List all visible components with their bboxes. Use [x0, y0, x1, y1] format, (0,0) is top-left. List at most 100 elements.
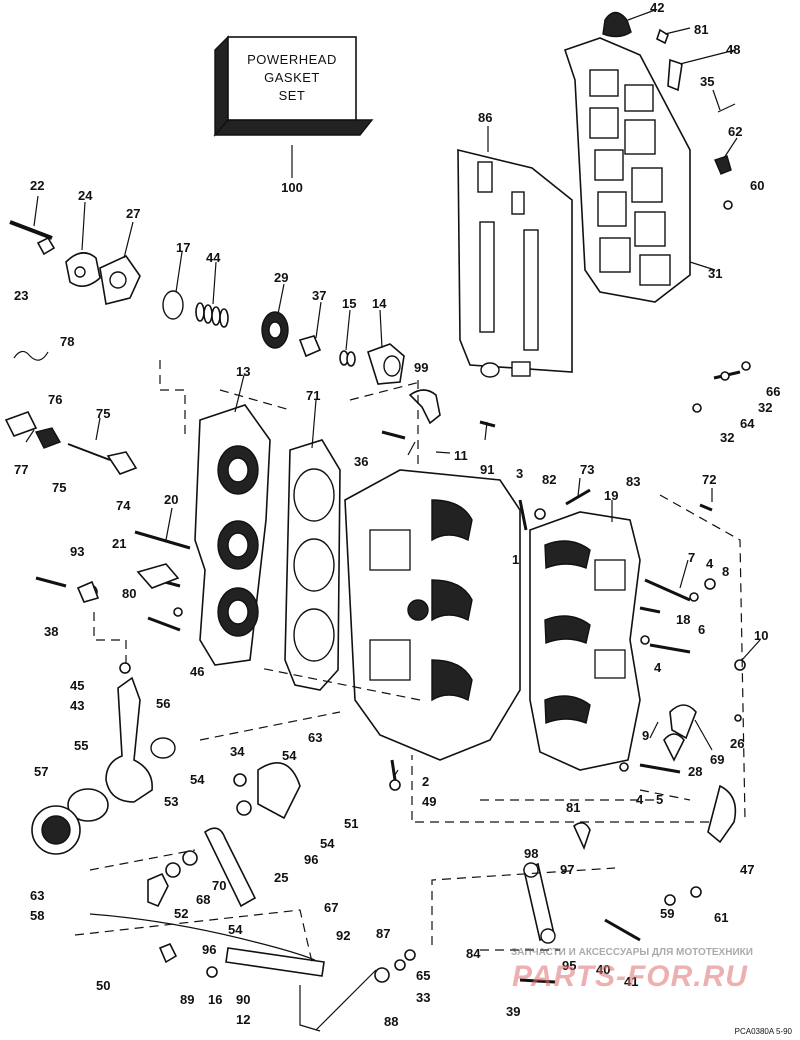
- kit-box-line3: SET: [279, 88, 306, 103]
- label-11: 11: [454, 448, 468, 463]
- label-97: 97: [560, 862, 574, 877]
- label-5: 5: [656, 792, 663, 807]
- label-82: 82: [542, 472, 556, 487]
- label-35: 35: [700, 74, 714, 89]
- label-62: 62: [728, 124, 742, 139]
- label-64: 64: [740, 416, 755, 431]
- cylinder-head-cover: [194, 404, 271, 666]
- label-96-upper: 96: [304, 852, 318, 867]
- cover-assembly: [457, 11, 736, 378]
- label-54-b: 54: [190, 772, 205, 787]
- label-12: 12: [236, 1012, 250, 1027]
- label-28: 28: [688, 764, 702, 779]
- label-96-lower: 96: [202, 942, 216, 957]
- label-51: 51: [344, 816, 358, 831]
- label-43: 43: [70, 698, 84, 713]
- label-98: 98: [524, 846, 538, 861]
- label-4-top: 4: [706, 556, 714, 571]
- label-15: 15: [342, 296, 356, 311]
- label-80: 80: [122, 586, 136, 601]
- label-17: 17: [176, 240, 190, 255]
- label-37: 37: [312, 288, 326, 303]
- label-27: 27: [126, 206, 140, 221]
- kit-box-line2: GASKET: [264, 70, 320, 85]
- label-59: 59: [660, 906, 674, 921]
- kit-box-line1: POWERHEAD: [247, 52, 337, 67]
- label-91: 91: [480, 462, 494, 477]
- label-58: 58: [30, 908, 44, 923]
- label-19-upper: 19: [604, 488, 618, 503]
- callout-leaders: [25, 9, 761, 776]
- label-8: 8: [722, 564, 729, 579]
- label-10: 10: [754, 628, 768, 643]
- label-60: 60: [750, 178, 764, 193]
- label-75-upper: 75: [96, 406, 110, 421]
- dashed-leaders: [74, 360, 746, 963]
- label-41: 41: [624, 974, 638, 989]
- label-50: 50: [96, 978, 110, 993]
- label-92: 92: [336, 928, 350, 943]
- head-gasket: [284, 439, 341, 691]
- label-87: 87: [376, 926, 390, 941]
- label-7: 7: [688, 550, 695, 565]
- label-74: 74: [116, 498, 131, 513]
- label-42: 42: [650, 0, 664, 15]
- label-53: 53: [164, 794, 178, 809]
- label-48: 48: [726, 42, 740, 57]
- label-52: 52: [174, 906, 188, 921]
- label-14: 14: [372, 296, 387, 311]
- label-4-low: 4: [636, 792, 644, 807]
- label-3: 3: [516, 466, 523, 481]
- label-81-top: 81: [694, 22, 708, 37]
- label-54-d: 54: [228, 922, 243, 937]
- label-29: 29: [274, 270, 288, 285]
- label-34: 34: [230, 744, 245, 759]
- label-73: 73: [580, 462, 594, 477]
- label-20: 20: [164, 492, 178, 507]
- throttle-linkage: [31, 676, 742, 1032]
- label-68: 68: [196, 892, 210, 907]
- label-24: 24: [78, 188, 93, 203]
- label-55: 55: [74, 738, 88, 753]
- gasket-set-box: POWERHEAD GASKET SET: [213, 35, 374, 178]
- label-44: 44: [206, 250, 221, 265]
- label-76: 76: [48, 392, 62, 407]
- label-81-low: 81: [566, 800, 580, 815]
- label-86: 86: [478, 110, 492, 125]
- label-31: 31: [708, 266, 722, 281]
- label-56: 56: [156, 696, 170, 711]
- label-21: 21: [112, 536, 126, 551]
- label-54-a: 54: [282, 748, 297, 763]
- bolts: [35, 370, 741, 984]
- callout-labels: 100 42 81 48 35 86 62 60 31 22 24 27 17 …: [14, 0, 780, 1029]
- label-88: 88: [384, 1014, 398, 1029]
- label-33: 33: [416, 990, 430, 1005]
- label-54-c: 54: [320, 836, 335, 851]
- label-25: 25: [274, 870, 288, 885]
- label-22: 22: [30, 178, 44, 193]
- label-57: 57: [34, 764, 48, 779]
- label-13: 13: [236, 364, 250, 379]
- label-72: 72: [702, 472, 716, 487]
- label-46: 46: [190, 664, 204, 679]
- label-66: 66: [766, 384, 780, 399]
- sensor-parts: [4, 411, 180, 603]
- label-36: 36: [354, 454, 368, 469]
- label-4-mid: 4: [654, 660, 662, 675]
- label-70: 70: [212, 878, 226, 893]
- watermark-caption: ЗАПЧАСТИ И АКСЕССУАРЫ ДЛЯ МОТОТЕХНИКИ: [511, 947, 753, 958]
- label-77: 77: [14, 462, 28, 477]
- label-1: 1: [512, 552, 519, 567]
- label-63-upper: 63: [308, 730, 322, 745]
- label-71: 71: [306, 388, 320, 403]
- label-38: 38: [44, 624, 58, 639]
- label-75-lower: 75: [52, 480, 66, 495]
- label-65: 65: [416, 968, 430, 983]
- label-26: 26: [730, 736, 744, 751]
- watermark-logo: PARTS-FOR.RU: [512, 960, 748, 993]
- label-32-left: 32: [720, 430, 734, 445]
- left-upper-parts: [9, 220, 441, 425]
- label-9: 9: [642, 728, 649, 743]
